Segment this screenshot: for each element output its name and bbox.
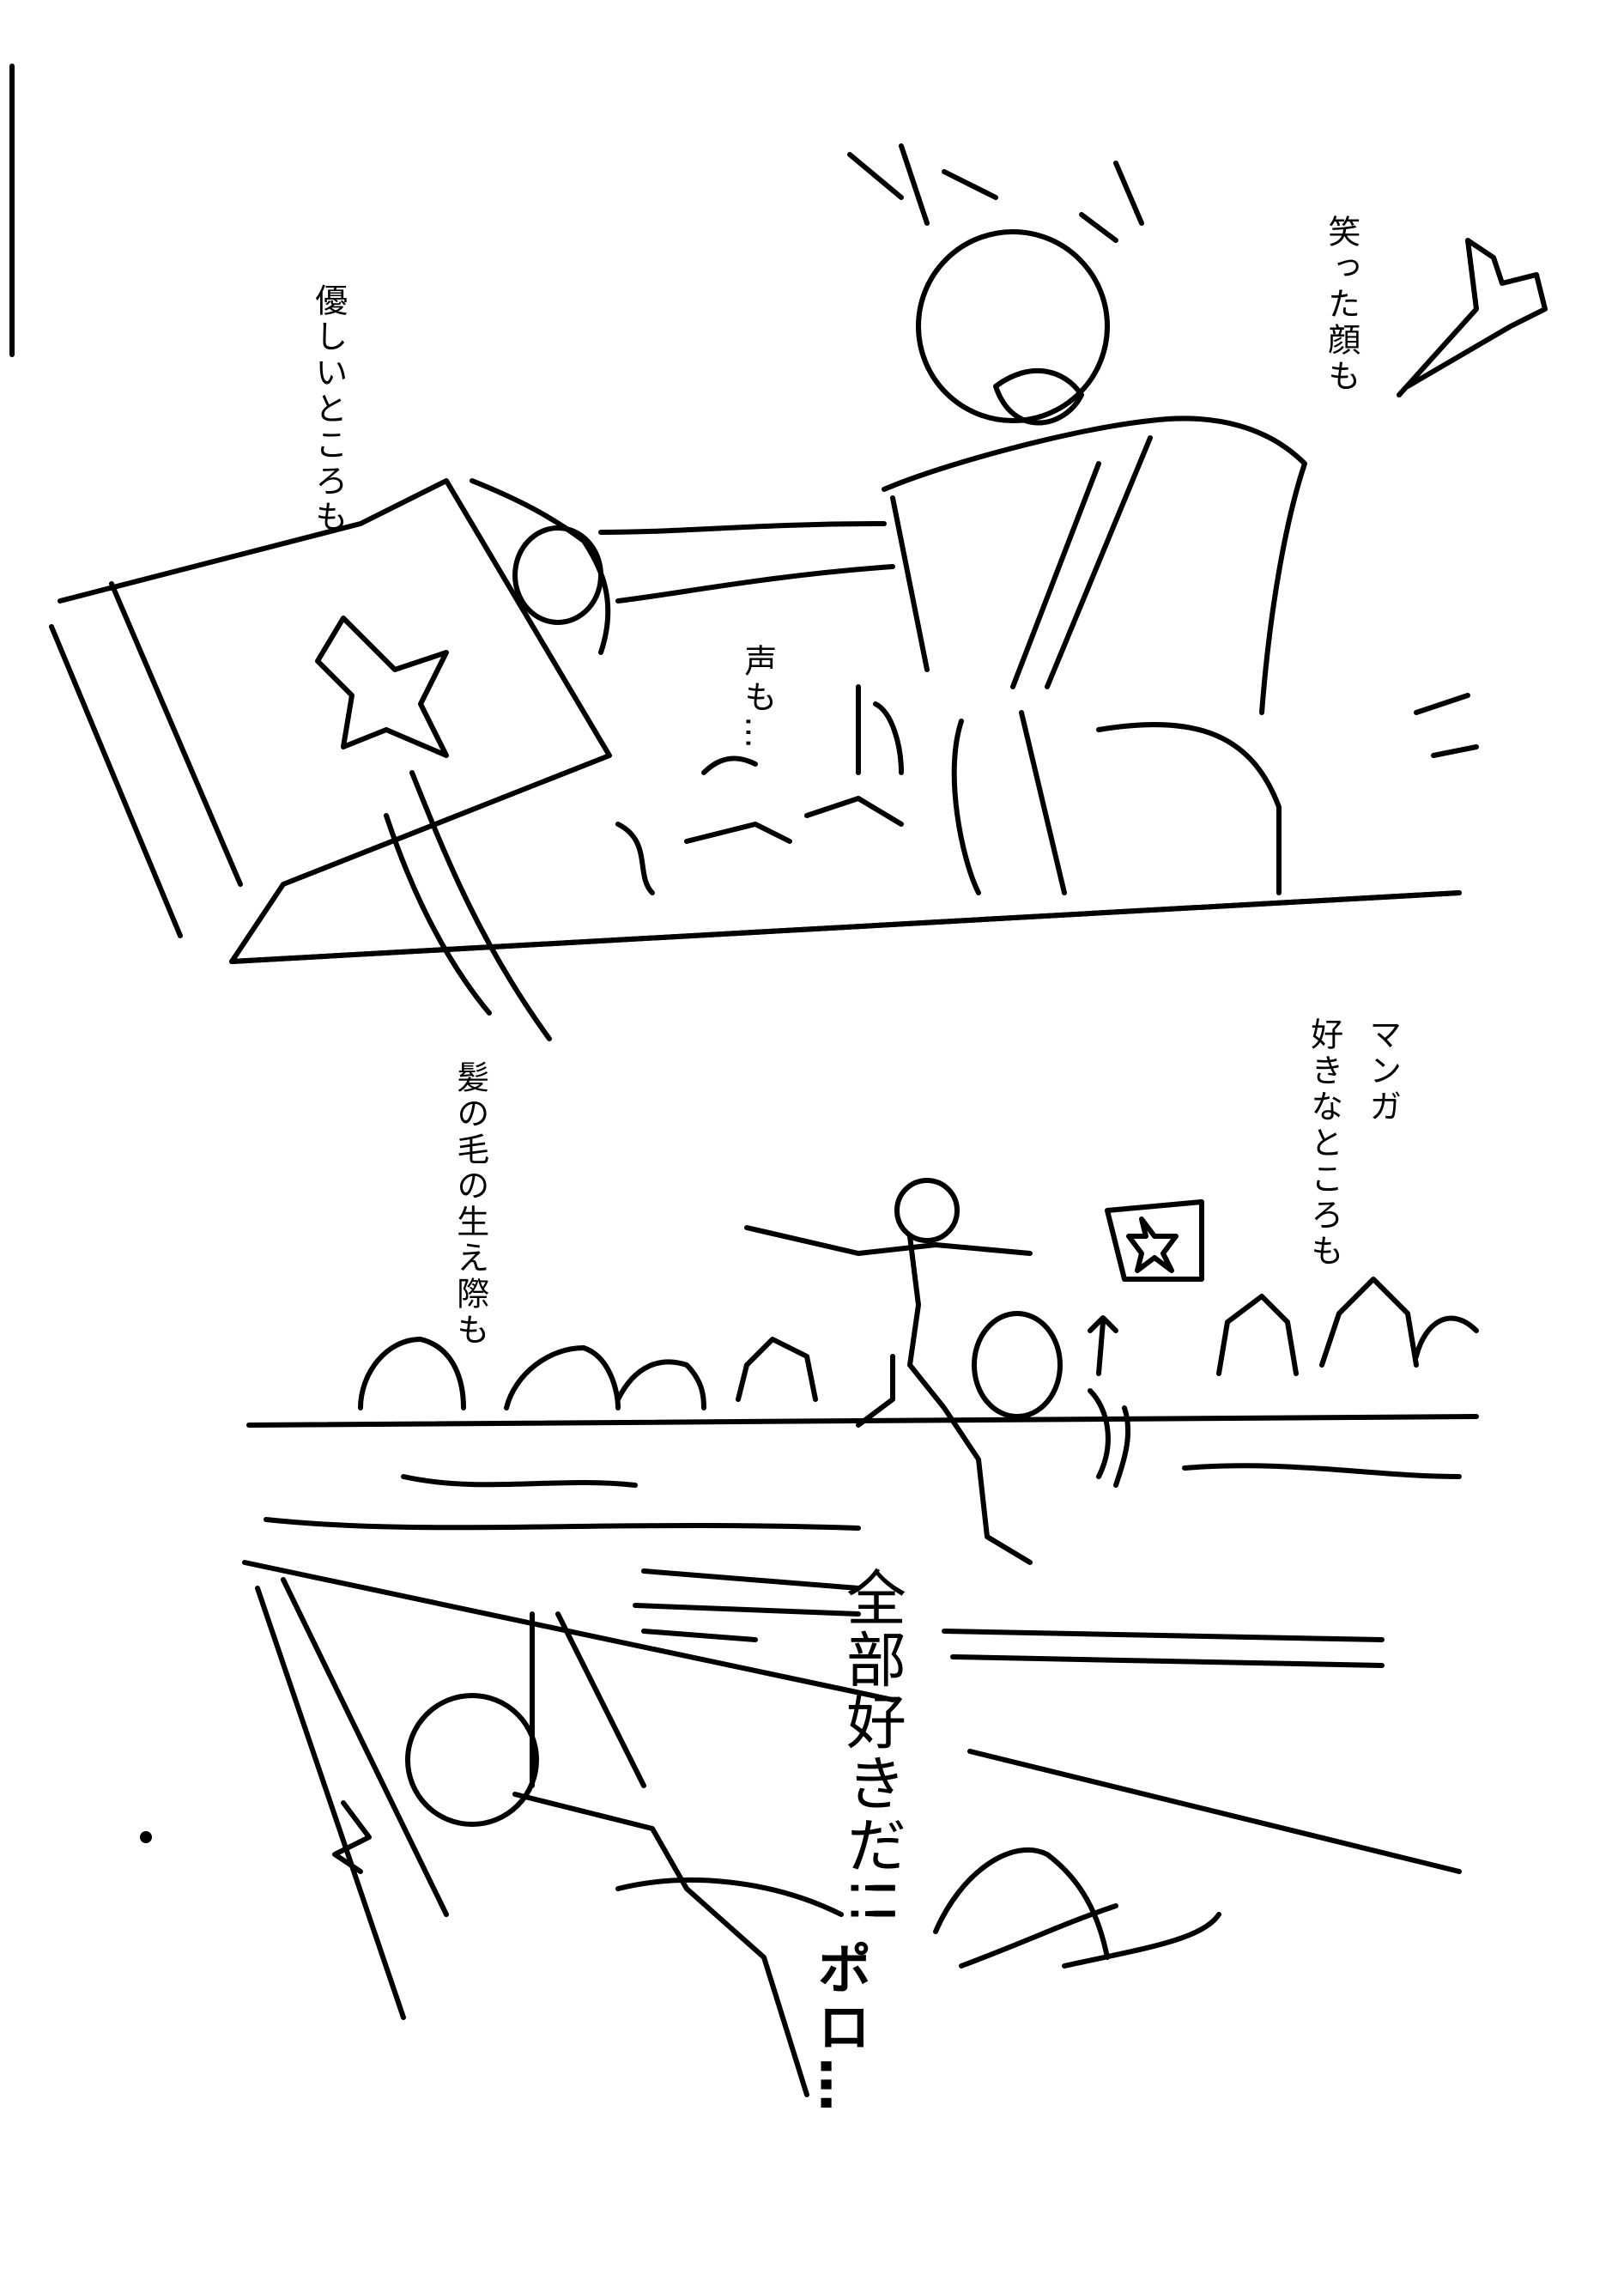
caption-voice: 声も… (738, 644, 777, 752)
caption-manga-line1: マンガ (1363, 1017, 1402, 1125)
caption-kind-part: 優しいところも (309, 283, 348, 536)
panel-2-running-boy (246, 1178, 1479, 1565)
panel-3-girl-crying (140, 1560, 1462, 2097)
caption-smile: 笑った顔も (1322, 215, 1360, 395)
caption-confession: 全部好きだ!! (836, 1567, 907, 1928)
book-icon (1105, 1199, 1204, 1282)
panel-1-boy-with-book (49, 143, 1548, 1041)
caption-manga-line2: 好きなところも (1305, 1017, 1343, 1270)
star-icon (315, 616, 449, 758)
sound-effect: ポロ… (807, 1940, 871, 2115)
caption-hairline: 髪の毛の生え際も (451, 1060, 489, 1349)
